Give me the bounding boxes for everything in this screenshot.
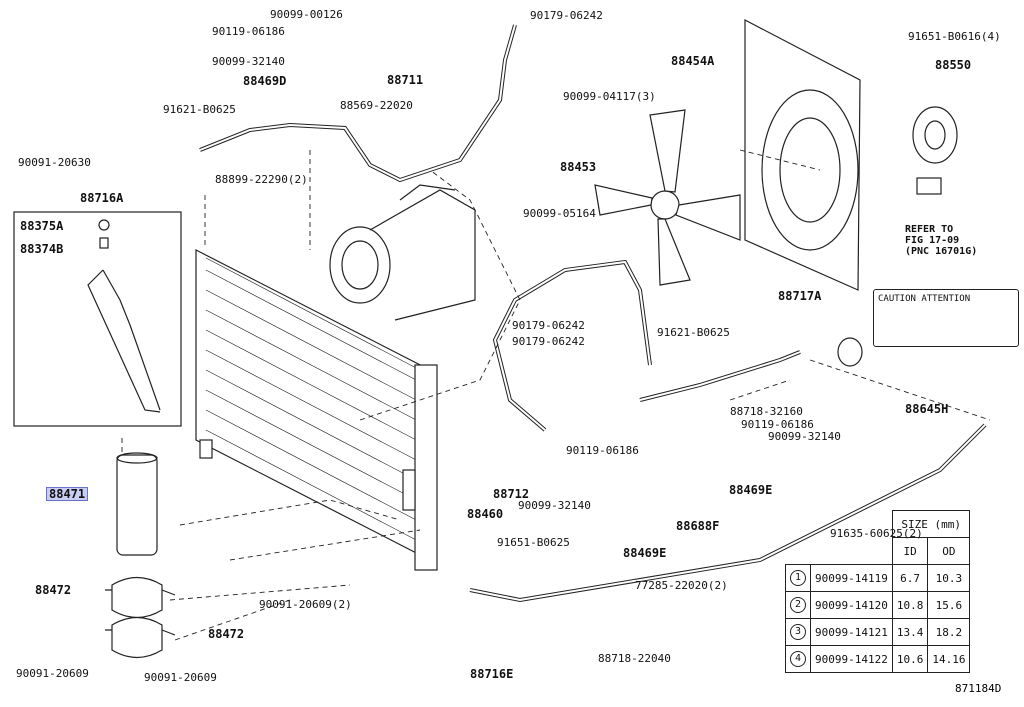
- receiver-drier-drawing: [105, 452, 176, 659]
- row-od: 18.2: [927, 618, 971, 646]
- part-label: 91651-B0616(4): [908, 30, 1001, 43]
- size-table-row: 1 90099-14119 6.7 10.3: [785, 564, 971, 592]
- part-label-highlighted[interactable]: 88471: [46, 487, 89, 501]
- part-label: 91651-B0625: [497, 536, 570, 549]
- part-label: 88716A: [80, 191, 124, 205]
- part-label: 90099-32140: [518, 499, 591, 512]
- part-label: 90099-32140: [212, 55, 285, 68]
- size-table: SIZE (mm) ID OD 1 90099-14119 6.7 10.3 2…: [785, 510, 971, 673]
- part-label: 90091-20630: [18, 156, 91, 169]
- part-label: 88453: [560, 160, 597, 174]
- part-label: 90099-32140: [768, 430, 841, 443]
- row-id: 10.8: [891, 591, 929, 619]
- row-key: 2: [790, 597, 806, 613]
- fan-drawing: [594, 109, 741, 286]
- part-label: 88899-22290(2): [215, 173, 308, 186]
- part-label: 88472: [35, 583, 72, 597]
- part-label: 90091-20609: [16, 667, 89, 680]
- row-part: 90099-14121: [810, 618, 893, 646]
- part-label: 91621-B0625: [657, 326, 730, 339]
- part-label: 88712: [493, 487, 530, 501]
- size-table-title: SIZE (mm): [891, 510, 971, 538]
- row-id: 6.7: [891, 564, 929, 592]
- refer-note: REFER TO FIG 17-09 (PNC 16701G): [905, 224, 978, 257]
- part-label: 90179-06242: [530, 9, 603, 22]
- guide-lines: [121, 149, 991, 641]
- diagram-id: 871184D: [955, 682, 1002, 695]
- row-id: 13.4: [891, 618, 929, 646]
- sub-assembly-box: [13, 211, 182, 427]
- part-label: 88688F: [676, 519, 720, 533]
- part-label: 88718-32160: [730, 405, 803, 418]
- part-label: 88718-22040: [598, 652, 671, 665]
- part-label: 90119-06186: [212, 25, 285, 38]
- part-label: 88645H: [905, 402, 949, 416]
- size-table-row: 2 90099-14120 10.8 15.6: [785, 591, 971, 619]
- row-key: 4: [790, 651, 806, 667]
- caution-text: CAUTION ATTENTION: [878, 294, 971, 304]
- compressor-drawing: [329, 184, 476, 321]
- part-label: 90179-06242: [512, 319, 585, 332]
- size-table-row: 3 90099-14121 13.4 18.2: [785, 618, 971, 646]
- fan-shroud-drawing: [744, 19, 861, 291]
- part-label: 88454A: [671, 54, 715, 68]
- part-label: 90099-00126: [270, 8, 343, 21]
- part-label: 88469D: [243, 74, 287, 88]
- part-label: 88569-22020: [340, 99, 413, 112]
- condenser-drawing: [195, 249, 438, 571]
- part-label: 88469E: [623, 546, 667, 560]
- part-label: 88460: [467, 507, 504, 521]
- part-label: 88469E: [729, 483, 773, 497]
- caution-box: CAUTION ATTENTION: [873, 289, 1019, 347]
- part-label: 77285-22020(2): [635, 579, 728, 592]
- row-key: 3: [790, 624, 806, 640]
- part-label: 90119-06186: [566, 444, 639, 457]
- part-label: 90099-05164: [523, 207, 596, 220]
- row-part: 90099-14122: [810, 645, 893, 673]
- part-label: 88375A: [20, 219, 64, 233]
- part-label: 90119-06186: [741, 418, 814, 431]
- row-od: 14.16: [927, 645, 971, 673]
- row-part: 90099-14119: [810, 564, 893, 592]
- row-part: 90099-14120: [810, 591, 893, 619]
- pipe-88717a: [639, 350, 801, 402]
- part-label: 88550: [935, 58, 972, 72]
- part-label: 88374B: [20, 242, 64, 256]
- part-label: 91621-B0625: [163, 103, 236, 116]
- part-label: 90099-04117(3): [563, 90, 656, 103]
- part-label: 88472: [208, 627, 245, 641]
- size-table-row: 4 90099-14122 10.6 14.16: [785, 645, 971, 673]
- size-table-col-od: OD: [927, 537, 971, 565]
- part-label: 88716E: [470, 667, 514, 681]
- part-label: 90179-06242: [512, 335, 585, 348]
- fan-motor-drawing: [912, 106, 958, 195]
- row-od: 15.6: [927, 591, 971, 619]
- part-label: 90091-20609: [144, 671, 217, 684]
- part-label: 90091-20609(2): [259, 598, 352, 611]
- size-table-col-id: ID: [891, 537, 929, 565]
- part-label: 88711: [387, 73, 424, 87]
- row-od: 10.3: [927, 564, 971, 592]
- pipe-88716a: [87, 269, 161, 413]
- row-id: 10.6: [891, 645, 929, 673]
- row-key: 1: [790, 570, 806, 586]
- part-label: 88717A: [778, 289, 822, 303]
